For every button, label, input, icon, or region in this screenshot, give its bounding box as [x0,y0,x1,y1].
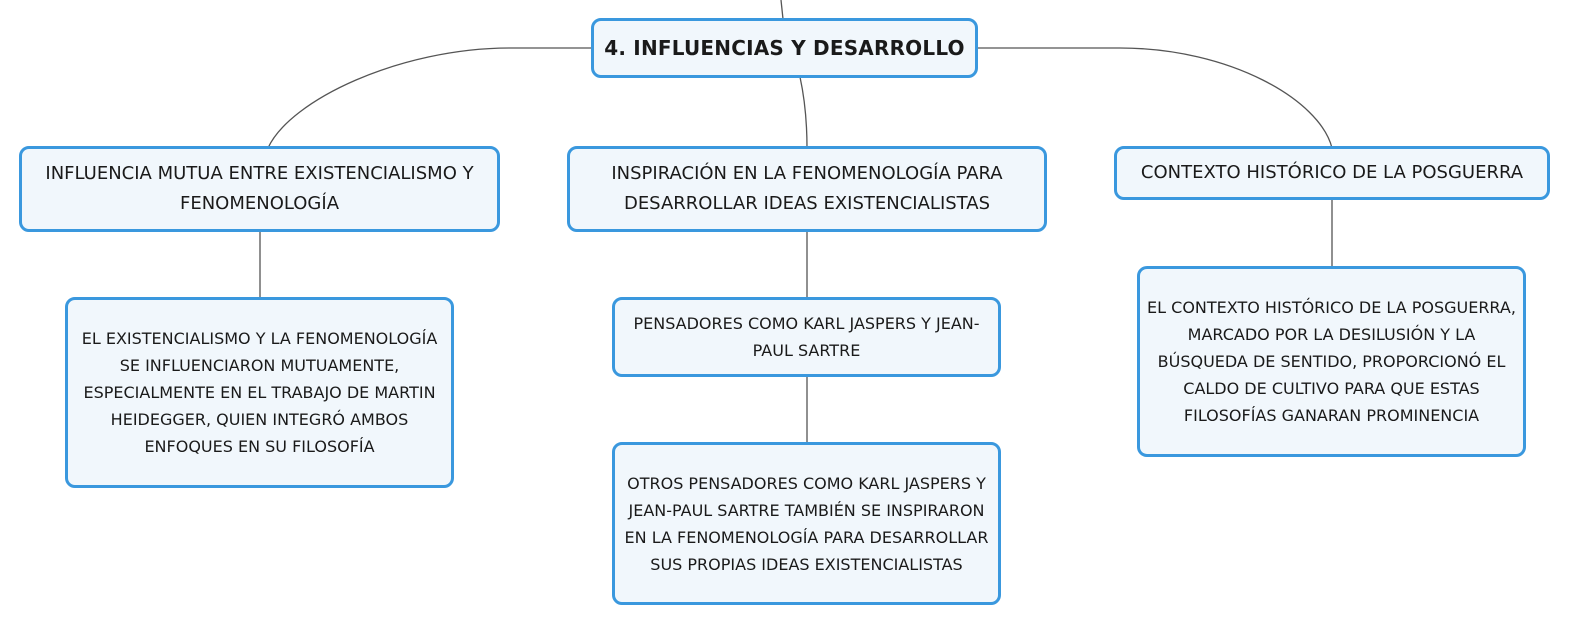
branch-postwar-context[interactable]: CONTEXTO HISTÓRICO DE LA POSGUERRA [1114,146,1550,200]
branch-phenomenology-inspiration[interactable]: INSPIRACIÓN EN LA FENOMENOLOGÍA PARA DES… [567,146,1047,232]
leaf-heidegger-influence[interactable]: EL EXISTENCIALISMO Y LA FENOMENOLOGÍA SE… [65,297,454,488]
central-topic[interactable]: 4. INFLUENCIAS Y DESARROLLO [591,18,978,78]
leaf-postwar-context-text: EL CONTEXTO HISTÓRICO DE LA POSGUERRA, M… [1147,298,1516,425]
leaf-postwar-context[interactable]: EL CONTEXTO HISTÓRICO DE LA POSGUERRA, M… [1137,266,1526,457]
leaf-other-thinkers[interactable]: OTROS PENSADORES COMO KARL JASPERS Y JEA… [612,442,1001,605]
connector-incoming [780,0,784,20]
branch-postwar-context-label: CONTEXTO HISTÓRICO DE LA POSGUERRA [1140,162,1524,183]
connector-root-to-branch-1 [267,47,591,149]
connector-root-to-branch-2 [799,76,808,149]
connector-root-to-branch-3 [977,47,1333,149]
leaf-thinkers[interactable]: PENSADORES COMO KARL JASPERS Y JEAN-PAUL… [612,297,1001,377]
branch-mutual-influence-label: INFLUENCIA MUTUA ENTRE EXISTENCIALISMO Y… [45,163,474,214]
leaf-thinkers-text: PENSADORES COMO KARL JASPERS Y JEAN-PAUL… [633,314,980,360]
branch-phenomenology-inspiration-label: INSPIRACIÓN EN LA FENOMENOLOGÍA PARA DES… [611,163,1003,214]
central-topic-label: 4. INFLUENCIAS Y DESARROLLO [604,36,965,60]
leaf-other-thinkers-text: OTROS PENSADORES COMO KARL JASPERS Y JEA… [624,473,989,574]
branch-mutual-influence[interactable]: INFLUENCIA MUTUA ENTRE EXISTENCIALISMO Y… [19,146,500,232]
leaf-heidegger-influence-text: EL EXISTENCIALISMO Y LA FENOMENOLOGÍA SE… [81,329,438,456]
